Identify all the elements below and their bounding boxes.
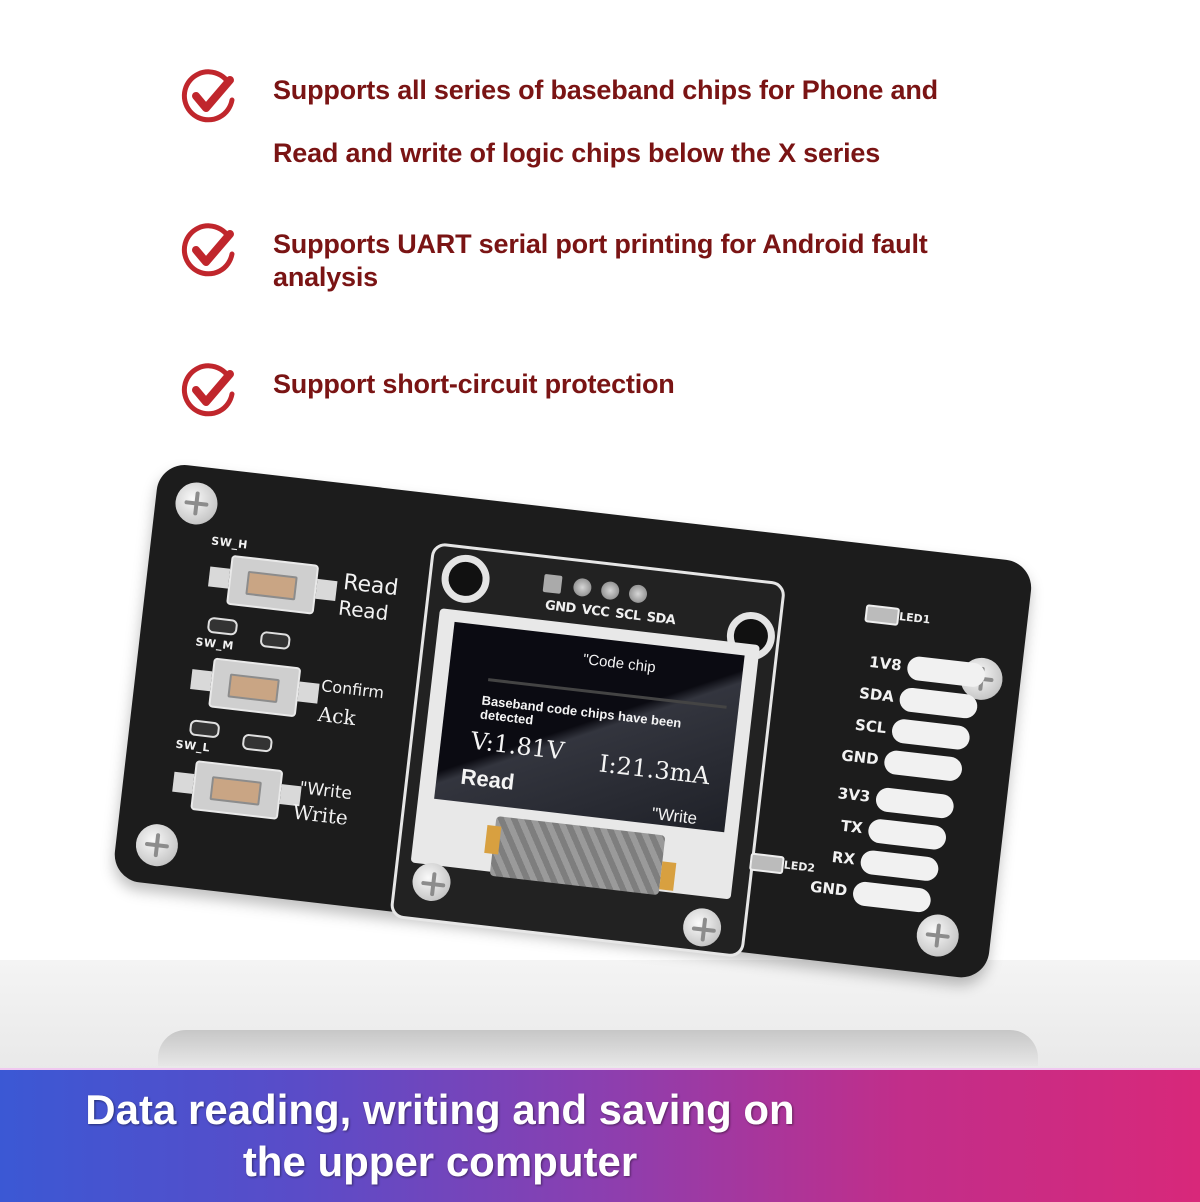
oled-screen: "Code chip Baseband code chips have been… (434, 621, 745, 833)
slot-hole (241, 733, 274, 753)
pin-gnd (542, 573, 563, 594)
header-pad[interactable] (859, 849, 940, 883)
button-id-label: SW_L (174, 737, 211, 755)
connector-tab (659, 861, 677, 891)
mounting-hole (438, 552, 493, 606)
feature-line: Supports all series of baseband chips fo… (273, 75, 938, 105)
banner-text: Data reading, writing and saving on the … (0, 1084, 880, 1188)
screen-read-action: Read (459, 763, 516, 795)
banner-line: Data reading, writing and saving on (85, 1086, 795, 1133)
screw-icon (133, 821, 181, 869)
screen-write-action: "Write (650, 803, 699, 829)
pin-label: 1V8 (868, 652, 903, 675)
current-reading: I:21.3mA (597, 749, 712, 791)
button-id-label: SW_M (194, 635, 235, 653)
header-pad[interactable] (851, 880, 932, 914)
screw-icon (681, 906, 724, 949)
slot-hole (188, 719, 221, 739)
led-indicator (864, 604, 901, 626)
feature-list: Supports all series of baseband chips fo… (0, 0, 1200, 450)
read-label-secondary: Read (337, 595, 390, 626)
header-pad[interactable] (883, 749, 964, 783)
feature-text: Supports all series of baseband chips fo… (273, 74, 993, 170)
check-circle-icon (181, 69, 235, 123)
pin-label: SCL (854, 715, 888, 738)
screw-icon (173, 480, 220, 527)
feature-line: Support short-circuit protection (273, 369, 675, 399)
feature-line: Supports UART serial port printing for A… (273, 229, 928, 259)
slot-hole (206, 616, 239, 636)
screw-icon (410, 860, 453, 904)
screw-icon (914, 912, 962, 959)
feature-item: Supports all series of baseband chips fo… (178, 69, 993, 170)
led-indicator (748, 852, 785, 875)
header-pad[interactable] (890, 717, 971, 751)
confirm-label: Confirm (320, 676, 386, 703)
check-circle-icon (181, 223, 235, 277)
read-button[interactable] (208, 554, 338, 615)
ack-label: Ack (316, 701, 357, 731)
pin-label: TX (839, 816, 864, 838)
feature-item: Supports UART serial port printing for A… (178, 223, 993, 294)
flex-cable (489, 816, 666, 896)
button-id-label: SW_H (210, 534, 249, 552)
programmer-board-photo: SW_H Read Read SW_M Confirm Ack SW_L "Wr… (111, 462, 1035, 981)
pin-label: SDA (858, 683, 895, 706)
pin-label: GND (809, 877, 849, 900)
header-pad[interactable] (874, 786, 955, 820)
oled-glass: "Code chip Baseband code chips have been… (410, 608, 760, 900)
confirm-button[interactable] (190, 657, 320, 718)
pcb-board: SW_H Read Read SW_M Confirm Ack SW_L "Wr… (111, 462, 1035, 981)
feature-text: Supports UART serial port printing for A… (273, 228, 993, 294)
slot-hole (259, 630, 292, 651)
screen-title: "Code chip (582, 650, 657, 677)
led-label: LED1 (898, 610, 931, 627)
banner-line: the upper computer (242, 1138, 638, 1185)
voltage-reading: V:1.81V (469, 726, 566, 766)
board-reflection (158, 1030, 1038, 1066)
write-button[interactable] (172, 760, 302, 820)
pin-sda (628, 583, 648, 604)
pin-scl (600, 580, 621, 601)
header-pad[interactable] (867, 817, 948, 851)
promo-banner: Data reading, writing and saving on the … (0, 1068, 1200, 1202)
feature-line: analysis (273, 262, 378, 292)
pin-label: 3V3 (836, 784, 872, 806)
feature-line: Read and write of logic chips below the … (273, 138, 881, 168)
feature-item: Support short-circuit protection (178, 363, 993, 422)
pin-label: GND (840, 746, 880, 769)
pin-vcc (572, 577, 593, 598)
feature-text: Support short-circuit protection (273, 368, 993, 401)
write-label-secondary: Write (291, 799, 350, 830)
check-circle-icon (181, 363, 235, 417)
oled-module: GND VCC SCL SDA "Code chip Baseband code… (389, 541, 787, 959)
